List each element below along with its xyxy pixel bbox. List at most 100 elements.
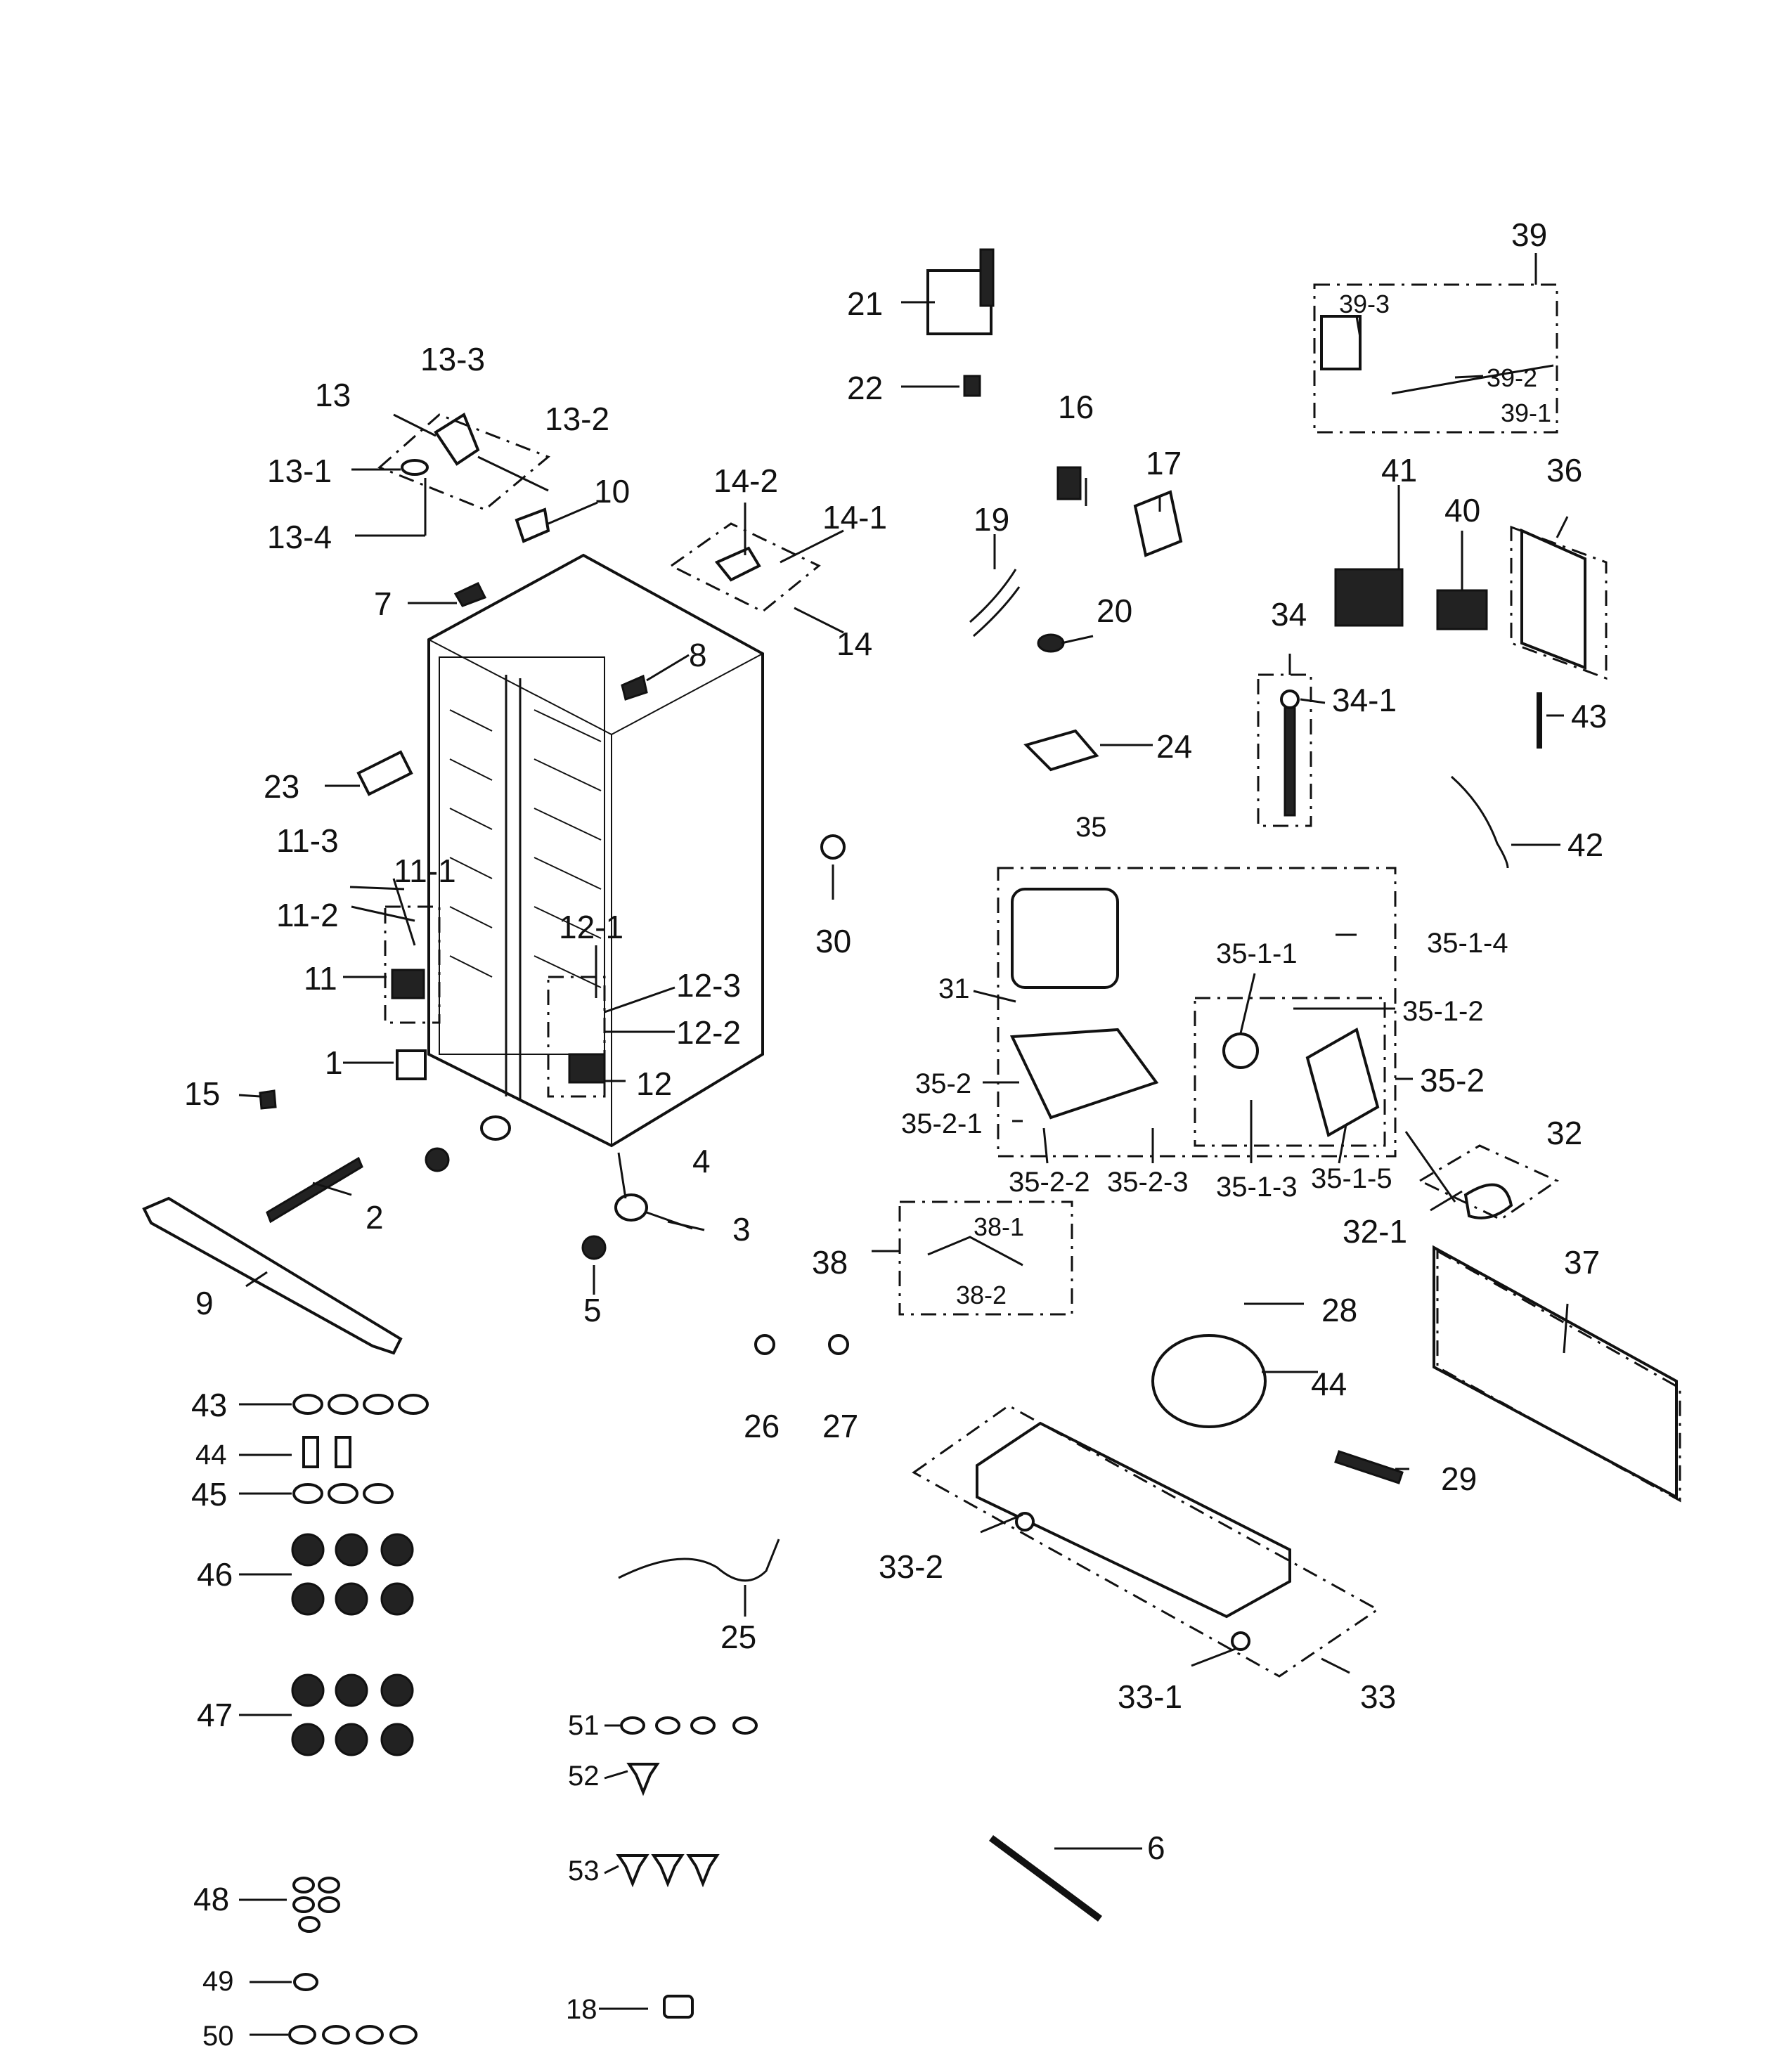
label-34-1: 34-1 <box>1332 682 1397 718</box>
label-16: 16 <box>1058 389 1094 425</box>
fastener-group-43 <box>292 1394 429 1415</box>
label-35-2-2: 35-2-2 <box>1009 1167 1090 1198</box>
label-25: 25 <box>720 1619 756 1655</box>
label-11: 11 <box>304 960 337 997</box>
fastener-group-49 <box>293 1973 318 1991</box>
fastener-group-48 <box>292 1877 340 1933</box>
label-35-2-1: 35-2-1 <box>901 1108 983 1139</box>
label-35-1-3: 35-1-3 <box>1216 1172 1298 1203</box>
label-33-2: 33-2 <box>879 1548 943 1585</box>
label-37: 37 <box>1564 1244 1600 1281</box>
label-52: 52 <box>568 1761 600 1792</box>
label-51: 51 <box>568 1710 600 1741</box>
fastener-group-50 <box>288 2025 418 2045</box>
label-13-2: 13-2 <box>545 401 609 437</box>
label-38-2: 38-2 <box>956 1281 1007 1309</box>
label-11-3: 11-3 <box>276 822 339 859</box>
label-35-1-2: 35-1-2 <box>1402 996 1484 1027</box>
label-26: 26 <box>744 1408 780 1444</box>
label-12-2: 12-2 <box>676 1014 741 1051</box>
label-13: 13 <box>315 377 351 413</box>
group-frames <box>377 283 1681 1678</box>
label-39: 39 <box>1511 216 1547 253</box>
fastener-group-45 <box>292 1483 394 1504</box>
label-44-screws: 44 <box>195 1439 227 1470</box>
label-29: 29 <box>1441 1461 1477 1497</box>
label-22: 22 <box>847 370 883 406</box>
label-20: 20 <box>1097 593 1132 629</box>
part-glyphs <box>142 248 1678 2019</box>
label-35-1-5: 35-1-5 <box>1311 1163 1392 1194</box>
label-3: 3 <box>732 1211 751 1248</box>
label-12-1: 12-1 <box>559 909 623 945</box>
label-53: 53 <box>568 1856 600 1886</box>
label-18: 18 <box>566 1994 597 2025</box>
label-11-1: 11-1 <box>394 853 456 889</box>
fastener-group-51 <box>620 1716 758 1735</box>
label-10: 10 <box>594 473 630 510</box>
label-1: 1 <box>325 1044 343 1081</box>
label-17: 17 <box>1146 445 1182 481</box>
label-6: 6 <box>1147 1830 1165 1866</box>
label-13-3: 13-3 <box>420 341 485 377</box>
label-23: 23 <box>264 768 299 805</box>
label-39-3: 39-3 <box>1339 290 1390 318</box>
label-34: 34 <box>1271 596 1307 633</box>
label-46: 46 <box>197 1556 233 1593</box>
label-14: 14 <box>836 626 872 662</box>
fastener-group-44 <box>302 1436 351 1468</box>
label-5: 5 <box>583 1292 602 1328</box>
label-14-2: 14-2 <box>713 462 778 499</box>
label-35-2-3: 35-2-3 <box>1107 1167 1189 1198</box>
label-14-1: 14-1 <box>822 499 887 536</box>
label-43-screws: 43 <box>191 1387 227 1423</box>
label-48: 48 <box>193 1881 229 1917</box>
label-31: 31 <box>938 973 970 1004</box>
label-44-compressor: 44 <box>1311 1366 1347 1402</box>
label-21: 21 <box>847 285 883 322</box>
label-15: 15 <box>184 1075 220 1112</box>
label-43-rod: 43 <box>1571 698 1607 734</box>
label-9: 9 <box>195 1285 214 1321</box>
label-35-2-left: 35-2 <box>915 1068 971 1099</box>
label-13-1: 13-1 <box>267 453 332 489</box>
label-33: 33 <box>1360 1678 1396 1715</box>
label-32-1: 32-1 <box>1343 1213 1407 1250</box>
label-38: 38 <box>812 1244 848 1281</box>
label-7: 7 <box>374 585 392 622</box>
label-2: 2 <box>366 1199 384 1236</box>
label-35-2-right: 35-2 <box>1420 1062 1485 1099</box>
label-30: 30 <box>815 923 851 959</box>
label-27: 27 <box>822 1408 858 1444</box>
label-11-2: 11-2 <box>276 897 339 933</box>
fastener-group-52 <box>626 1763 660 1796</box>
label-24: 24 <box>1156 728 1192 765</box>
label-13-4: 13-4 <box>267 519 332 555</box>
label-35-1-4: 35-1-4 <box>1427 928 1508 959</box>
label-40: 40 <box>1444 492 1480 529</box>
label-4: 4 <box>692 1143 711 1179</box>
label-12-3: 12-3 <box>676 967 741 1004</box>
label-28: 28 <box>1321 1292 1357 1328</box>
label-12: 12 <box>636 1066 672 1102</box>
fastener-group-53 <box>616 1854 720 1888</box>
label-47: 47 <box>197 1697 233 1733</box>
fastener-group-46 <box>291 1533 414 1616</box>
label-50: 50 <box>202 2021 234 2052</box>
label-32: 32 <box>1546 1115 1582 1151</box>
label-45: 45 <box>191 1476 227 1513</box>
label-38-1: 38-1 <box>974 1212 1024 1241</box>
label-42: 42 <box>1567 827 1603 863</box>
leader-lines <box>238 253 1569 2036</box>
label-35: 35 <box>1075 812 1107 843</box>
label-41: 41 <box>1381 452 1417 488</box>
callout-labels: 21 22 13-3 13 13-2 13-1 13-4 10 14-2 14-… <box>184 216 1607 2052</box>
label-49: 49 <box>202 1966 234 1997</box>
label-19: 19 <box>974 501 1009 538</box>
label-33-1: 33-1 <box>1118 1678 1182 1715</box>
label-36: 36 <box>1546 452 1582 488</box>
label-39-1: 39-1 <box>1501 399 1551 427</box>
label-35-1-1: 35-1-1 <box>1216 938 1298 969</box>
cabinet-shelf-lines <box>449 709 602 988</box>
